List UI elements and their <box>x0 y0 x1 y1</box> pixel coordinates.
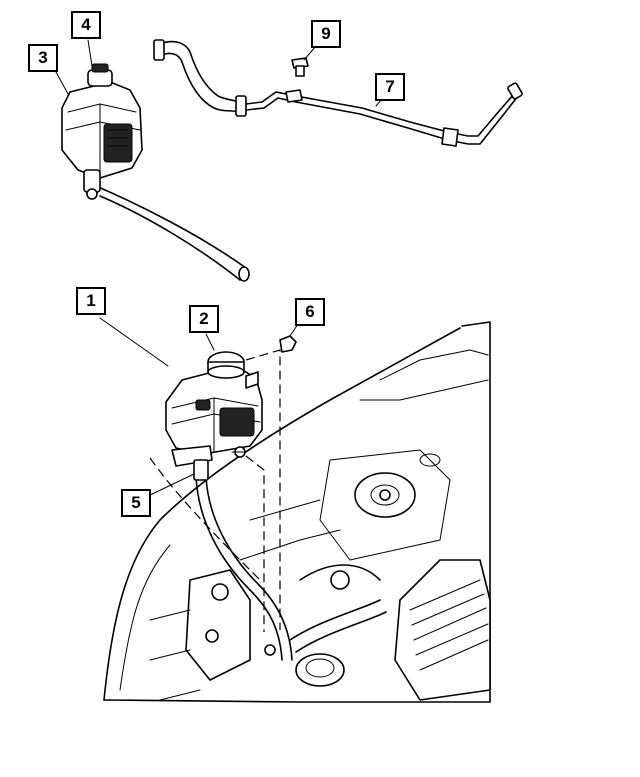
callout-5: 5 <box>121 489 151 517</box>
engine-bay-view <box>99 317 491 703</box>
bolt-icon <box>291 57 309 77</box>
hose-assembly <box>153 39 523 147</box>
reservoir-detail-top <box>55 39 250 282</box>
callout-7: 7 <box>375 73 405 101</box>
callout-2: 2 <box>189 305 219 333</box>
callout-4: 4 <box>71 11 101 39</box>
callout-3: 3 <box>28 44 58 72</box>
callout-9: 9 <box>311 20 341 48</box>
nut-icon <box>279 335 297 353</box>
callout-6: 6 <box>295 298 325 326</box>
callout-1: 1 <box>76 287 106 315</box>
